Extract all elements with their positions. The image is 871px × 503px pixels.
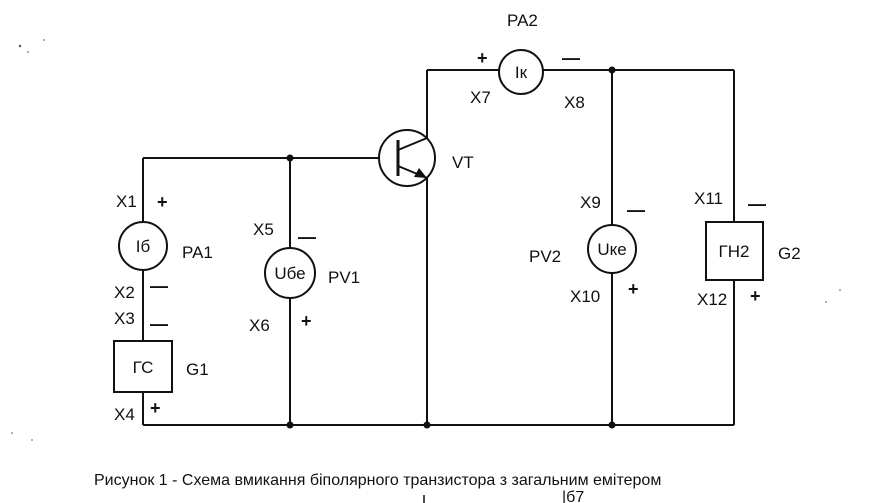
plus-sign: + bbox=[750, 286, 761, 306]
plus-sign: + bbox=[157, 192, 168, 212]
x8-label: X8 bbox=[564, 93, 585, 112]
uke-label: Uке bbox=[597, 240, 626, 259]
plus-sign: + bbox=[150, 398, 161, 418]
ube-label: Uбе bbox=[274, 264, 305, 283]
junction-dot bbox=[608, 66, 616, 74]
generator-box bbox=[113, 340, 173, 393]
meter-circle bbox=[498, 49, 544, 95]
junction-dot bbox=[286, 154, 294, 162]
emitter-arrow-icon bbox=[414, 168, 427, 178]
pa1-label: PA1 bbox=[182, 243, 213, 262]
gn2-label: ГН2 bbox=[719, 242, 750, 261]
speck bbox=[27, 51, 29, 53]
cut-off-text: |б7 bbox=[562, 489, 584, 503]
ammeter-pa1: Iб PA1 X1 + X2 — bbox=[114, 192, 213, 302]
minus-sign: — bbox=[150, 276, 168, 296]
g1-label: G1 bbox=[186, 360, 209, 379]
generator-box bbox=[705, 221, 764, 281]
pa2-label: PA2 bbox=[507, 11, 538, 30]
meter-circle bbox=[264, 247, 316, 299]
minus-sign: — bbox=[298, 227, 316, 247]
x1-label: X1 bbox=[116, 192, 137, 211]
speck bbox=[11, 432, 13, 434]
x3-label: X3 bbox=[114, 309, 135, 328]
speck bbox=[839, 289, 841, 291]
speck bbox=[43, 39, 45, 41]
x4-label: X4 bbox=[114, 405, 135, 424]
x7-label: X7 bbox=[470, 88, 491, 107]
junction-dot bbox=[608, 421, 616, 429]
meter-circle bbox=[118, 221, 168, 271]
x11-label: X11 bbox=[694, 189, 723, 208]
ib-label: Iб bbox=[136, 237, 151, 256]
x6-label: X6 bbox=[249, 316, 270, 335]
plus-sign: + bbox=[301, 311, 312, 331]
plus-sign: + bbox=[628, 279, 639, 299]
voltmeter-pv1: Uбе PV1 X5 — X6 + bbox=[249, 220, 360, 335]
x5-label: X5 bbox=[253, 220, 274, 239]
ammeter-pa2: Iк PA2 + — X7 X8 bbox=[470, 11, 585, 112]
minus-sign: — bbox=[150, 314, 168, 334]
generator-g2: ГН2 G2 X11 — X12 + bbox=[694, 189, 801, 309]
pv1-label: PV1 bbox=[328, 268, 360, 287]
scan-specks bbox=[11, 39, 841, 441]
voltmeter-pv2: Uке PV2 X9 — X10 + bbox=[529, 193, 645, 306]
speck bbox=[31, 439, 33, 441]
gs-label: ГС bbox=[133, 358, 154, 377]
vt-label: VT bbox=[452, 153, 474, 172]
x10-label: X10 bbox=[570, 287, 600, 306]
junction-dots bbox=[286, 66, 616, 429]
wires bbox=[142, 69, 735, 426]
ik-label: Iк bbox=[515, 63, 528, 82]
junction-dot bbox=[286, 421, 294, 429]
minus-sign: — bbox=[627, 200, 645, 220]
x2-label: X2 bbox=[114, 283, 135, 302]
x9-label: X9 bbox=[580, 193, 601, 212]
pv2-label: PV2 bbox=[529, 247, 561, 266]
speck bbox=[18, 44, 22, 48]
figure-caption: Рисунок 1 - Схема вмикання біполярного т… bbox=[94, 472, 661, 489]
generator-g1: ГС G1 X3 — X4 + bbox=[113, 309, 209, 424]
meter-circle bbox=[587, 224, 637, 274]
minus-sign: — bbox=[562, 48, 580, 68]
transistor-collector-lead bbox=[397, 137, 428, 151]
minus-sign: — bbox=[748, 194, 766, 214]
transistor-vt: VT bbox=[378, 129, 474, 187]
speck bbox=[825, 301, 827, 303]
junction-dot bbox=[423, 421, 431, 429]
x12-label: X12 bbox=[697, 290, 727, 309]
plus-sign: + bbox=[477, 48, 488, 68]
g2-label: G2 bbox=[778, 244, 801, 263]
